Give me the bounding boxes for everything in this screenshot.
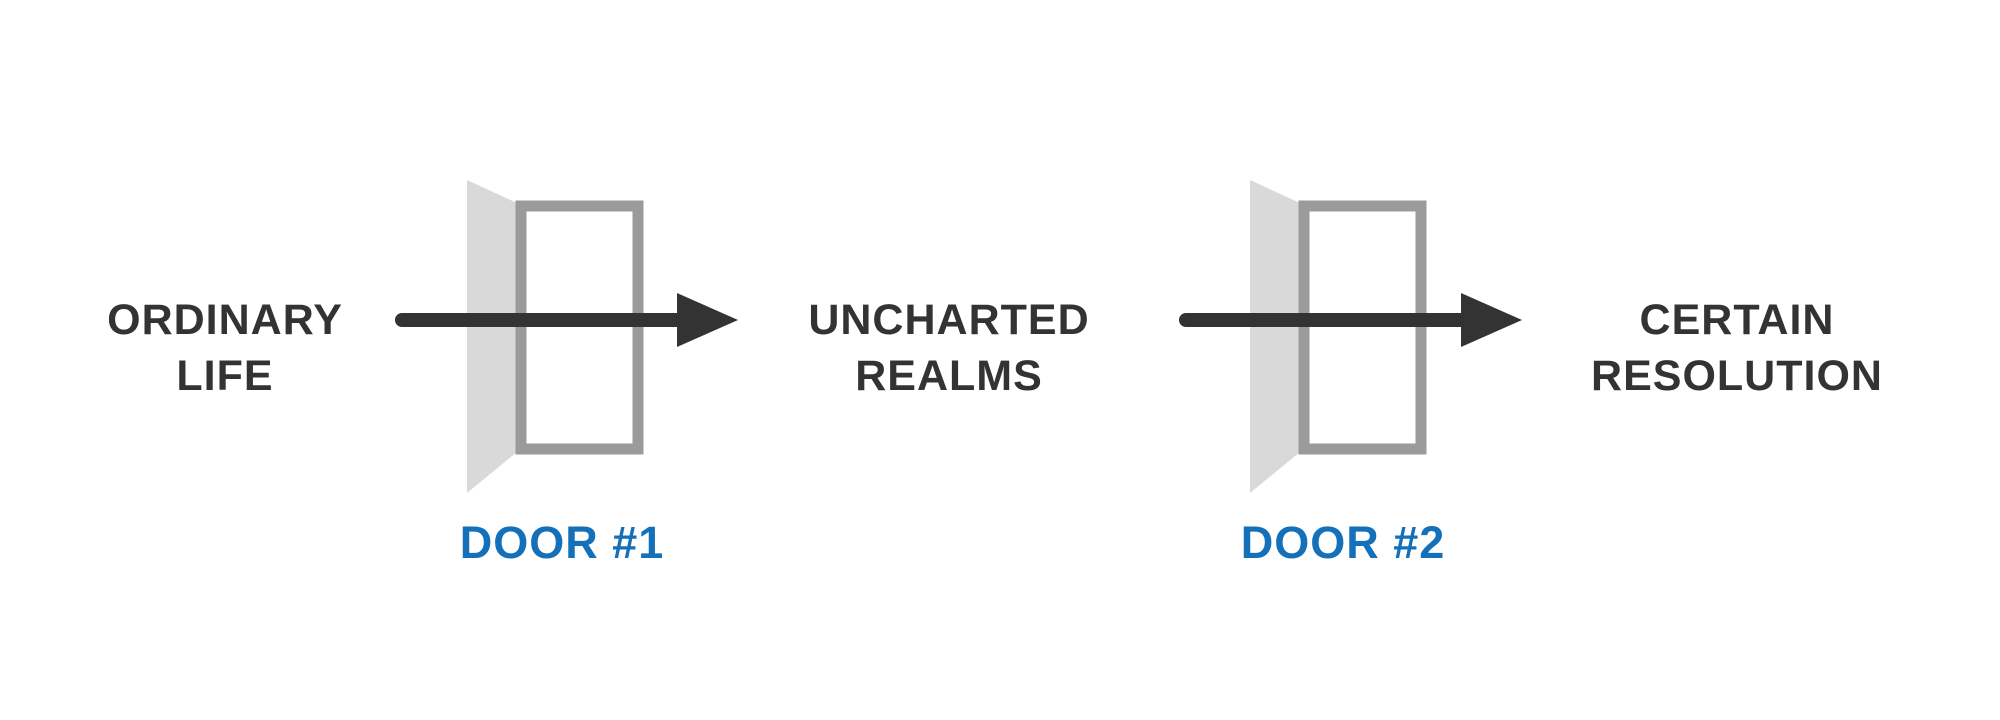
door-1-label: DOOR #1 — [460, 517, 665, 568]
arrow-1-head — [677, 293, 738, 347]
arrow-1 — [395, 293, 738, 347]
stage-label-line1: CERTAIN — [1640, 296, 1835, 344]
door-2: DOOR #2 — [1179, 180, 1522, 568]
stage-ordinary-life: ORDINARY LIFE — [107, 296, 343, 400]
door-2-shadow — [1250, 180, 1300, 493]
door-1: DOOR #1 — [395, 180, 738, 568]
door-1-shadow — [467, 180, 517, 493]
stage-label-line1: UNCHARTED — [808, 296, 1089, 344]
arrow-2 — [1179, 293, 1522, 347]
arrow-2-head — [1461, 293, 1522, 347]
stage-certain-resolution: CERTAIN RESOLUTION — [1591, 296, 1883, 400]
door-2-label: DOOR #2 — [1241, 517, 1446, 568]
stage-label-line2: RESOLUTION — [1591, 352, 1883, 400]
stage-uncharted-realms: UNCHARTED REALMS — [808, 296, 1089, 400]
door-2-frame — [1298, 200, 1427, 455]
stage-label-line2: REALMS — [855, 352, 1043, 400]
stage-label-line2: LIFE — [176, 352, 273, 400]
stage-label-line1: ORDINARY — [107, 296, 343, 344]
door-1-frame — [515, 200, 644, 455]
